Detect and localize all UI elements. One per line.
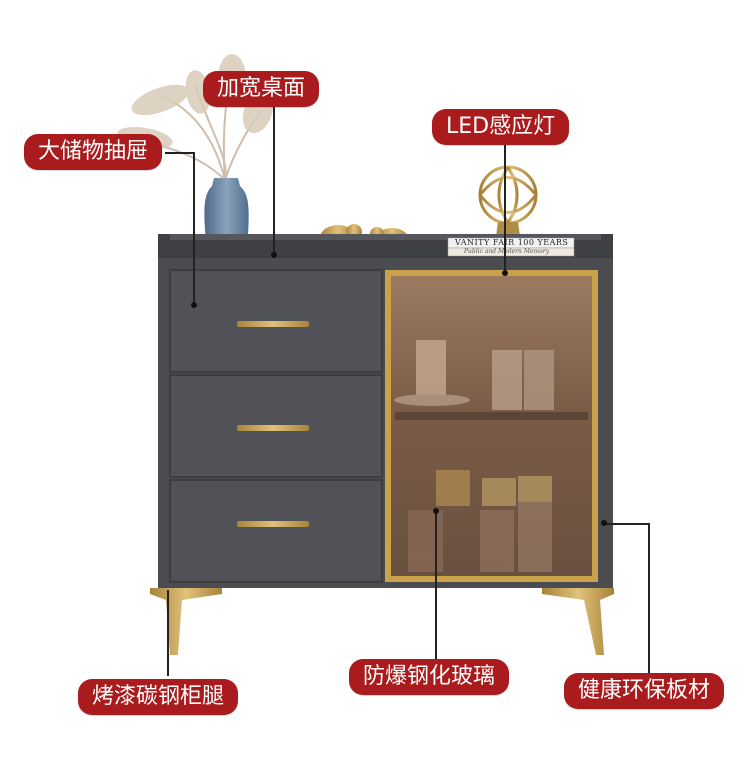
glass-shelf [395,412,588,420]
drawer-3 [169,479,383,583]
cabinet-legs [150,588,614,655]
leader-line-legs [167,590,169,676]
callout-tempered-glass: 防爆钢化玻璃 [349,659,510,695]
callout-carbon-steel-legs: 烤漆碳钢柜腿 [78,679,239,715]
leader-line-drawers-v [193,152,195,304]
callout-led-light: LED感应灯 [432,109,570,145]
shelf-tableware [394,340,554,410]
ornament-stand [496,222,520,236]
leader-line-led [504,143,506,273]
leader-line-glass [435,511,437,663]
leader-dot-glass [433,508,439,514]
callout-storage-drawers: 大储物抽屉 [24,134,163,170]
leader-line-board-v [648,523,650,675]
leader-line-top [273,106,275,256]
callout-eco-board: 健康环保板材 [564,673,725,709]
callout-widened-top: 加宽桌面 [203,71,320,107]
drawer-handle-2 [237,425,309,431]
leader-dot-led [502,270,508,276]
vase [204,178,249,252]
leader-line-drawers-h [165,152,195,154]
gold-sphere-ornament [478,165,538,225]
leader-dot-board [601,520,607,526]
drawer-handle-1 [237,321,309,327]
glass-jars [408,470,552,572]
leader-line-board-h [604,523,650,525]
drawer-handle-3 [237,521,309,527]
book-subtitle: Public and Modern Memory [464,248,550,255]
leader-dot-drawers [191,302,197,308]
book-title: VANITY FAIR 100 YEARS [455,238,569,247]
leader-dot-top [271,252,277,258]
